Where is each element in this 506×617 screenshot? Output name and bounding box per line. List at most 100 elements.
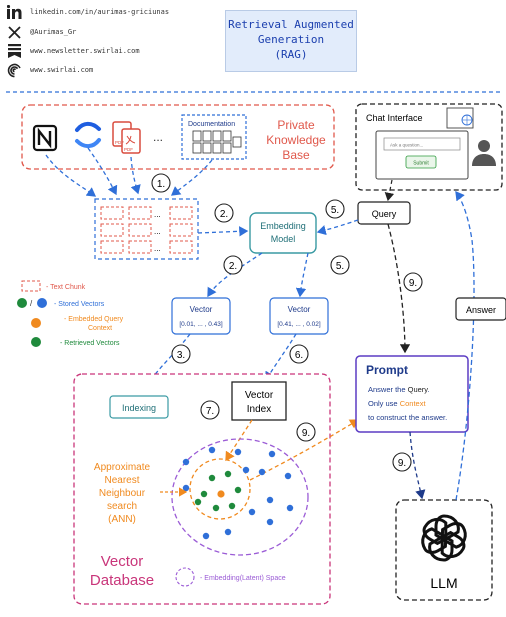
title-box: Retrieval Augmented Generation (RAG)	[225, 10, 357, 72]
newsletter-text[interactable]: www.newsletter.swirlai.com	[30, 47, 140, 55]
answer-box	[455, 297, 506, 321]
knowledge-base-box	[21, 104, 335, 170]
prompt-line1-b-text: Query	[408, 385, 429, 394]
title-line-2: Generation	[257, 33, 325, 46]
legend-text-chunk-text: - Text Chunk	[46, 284, 86, 291]
prompt-title-text: Prompt	[366, 363, 408, 377]
chat-question-input	[383, 137, 461, 151]
title-line-3: (RAG)	[274, 48, 308, 61]
legend-retrieved-green	[31, 337, 41, 347]
legend-stored-vectors-text: - Stored Vectors	[54, 301, 105, 308]
query-box	[357, 201, 411, 225]
title-line-1: Retrieval Augmented	[228, 18, 354, 31]
embedding-model-box	[249, 212, 317, 254]
legend-embedded-query-1-text: - Embedded Query	[64, 316, 124, 323]
legend-query-orange	[31, 318, 41, 328]
newsletter-row[interactable]: www.newsletter.swirlai.com	[6, 43, 140, 59]
legend-stored-green	[17, 298, 27, 308]
svg-text:PDF: PDF	[115, 140, 124, 145]
documentation-icon	[192, 130, 242, 154]
step-2b-label: 2.	[229, 261, 237, 272]
step-7-label: 7.	[206, 406, 214, 417]
pdf-icon: PDF PDF	[112, 121, 141, 154]
arrow-query-prompt	[387, 223, 411, 354]
llm-box	[395, 499, 493, 601]
ann-line4-text: search	[107, 501, 137, 512]
knowledge-base-ellipsis-text: ...	[154, 210, 161, 219]
arrow-chunks-embedding	[197, 226, 249, 237]
step-9b-label: 9.	[302, 428, 310, 439]
stored-vectors-blue	[182, 446, 294, 540]
embedded-query-orange	[217, 490, 225, 498]
step-2a-label: 2.	[220, 209, 228, 220]
swirl-icon	[6, 62, 22, 78]
prompt-line1-c-text: .	[428, 385, 430, 394]
documentation-label: Documentation	[188, 121, 235, 128]
user-icon	[472, 140, 496, 166]
kb-label-1: Private	[277, 118, 315, 132]
arrow-chat-query	[384, 179, 395, 202]
arrow-pdf-chunks	[130, 156, 141, 195]
arrow-llm-chat	[455, 190, 475, 501]
legend-retrieved-vectors-text: - Retrieved Vectors	[60, 340, 120, 347]
step-1-circle	[151, 173, 171, 193]
svg-text:/: /	[30, 299, 33, 308]
ann-line2-text: Nearest	[104, 475, 139, 486]
step-3-label: 3.	[177, 350, 185, 361]
vector-database-box	[73, 373, 331, 605]
website-row[interactable]: www.swirlai.com	[6, 62, 93, 78]
legend-text-chunk-swatch	[21, 280, 41, 292]
svg-text:Answer the Query.: Answer the Query.	[368, 385, 430, 394]
step-1-label: 1.	[157, 179, 165, 190]
latent-legend-swatch	[175, 567, 195, 587]
indexing-text: Indexing	[122, 403, 156, 413]
svg-text:Only use Context: Only use Context	[368, 399, 426, 408]
embedding-model-line2-text: Model	[271, 234, 296, 244]
arrow-notion-chunks	[45, 154, 97, 197]
chat-title-text: Chat Interface	[366, 113, 423, 123]
svg-text:PDF: PDF	[124, 147, 133, 152]
vector-right-box	[269, 297, 329, 335]
vectors-right-label-text: Vector	[288, 305, 311, 314]
prompt-line1-a-text: Answer the	[368, 385, 406, 394]
arrow-vector-indexing	[142, 333, 191, 394]
documentation-box	[181, 114, 247, 160]
vector-db-line2-text: Database	[90, 572, 154, 589]
vector-left-box	[171, 297, 231, 335]
openai-logo-icon	[421, 514, 467, 562]
prompt-line2-a-text: Only use	[368, 399, 398, 408]
x-row[interactable]: @Aurimas_Gr	[6, 24, 76, 40]
browser-globe-icon	[446, 107, 474, 129]
ann-line5-text: (ANN)	[108, 514, 136, 525]
legend-stored-blue	[37, 298, 47, 308]
arrow-index-ann	[225, 419, 253, 462]
embedding-model-line1-text: Embedding	[260, 221, 306, 231]
ann-line1-text: Approximate	[94, 462, 151, 473]
confluence-icon	[75, 121, 101, 149]
ann-search-circle	[189, 458, 251, 520]
step-9c-label: 9.	[398, 458, 406, 469]
text-chunks	[100, 206, 193, 254]
ann-line3-text: Neighbour	[99, 488, 146, 499]
legend-embedded-query-2-text: Context	[88, 325, 112, 332]
answer-text: Answer	[466, 305, 496, 315]
website-text[interactable]: www.swirlai.com	[30, 66, 94, 74]
linkedin-text[interactable]: linkedin.com/in/aurimas-griciunas	[30, 8, 170, 16]
linkedin-row[interactable]: linkedin.com/in/aurimas-griciunas	[6, 4, 169, 20]
arrow-query-embedding	[316, 219, 359, 236]
indexing-box	[109, 395, 169, 419]
vectors-right-values-text: [0.41, ... , 0.02]	[277, 321, 321, 328]
x-handle-text[interactable]: @Aurimas_Gr	[30, 28, 77, 36]
prompt-box	[355, 355, 469, 433]
kb-ellipsis: ...	[153, 130, 163, 144]
kb-label-3: Base	[282, 148, 310, 162]
vectors-left-values-text: [0.01, ... , 0.43]	[179, 321, 223, 328]
vector-db-line1-text: Vector	[101, 553, 144, 570]
chat-placeholder-text: Ask a question...	[390, 143, 423, 148]
latent-space-ellipse	[171, 438, 309, 556]
notion-icon	[32, 124, 58, 152]
knowledge-base-ellipsis-text: ...	[154, 244, 161, 253]
vector-index-line2-text: Index	[247, 404, 271, 415]
arrow-embedding-vector-right	[295, 252, 309, 298]
prompt-line3-text: to construct the answer.	[368, 413, 447, 422]
